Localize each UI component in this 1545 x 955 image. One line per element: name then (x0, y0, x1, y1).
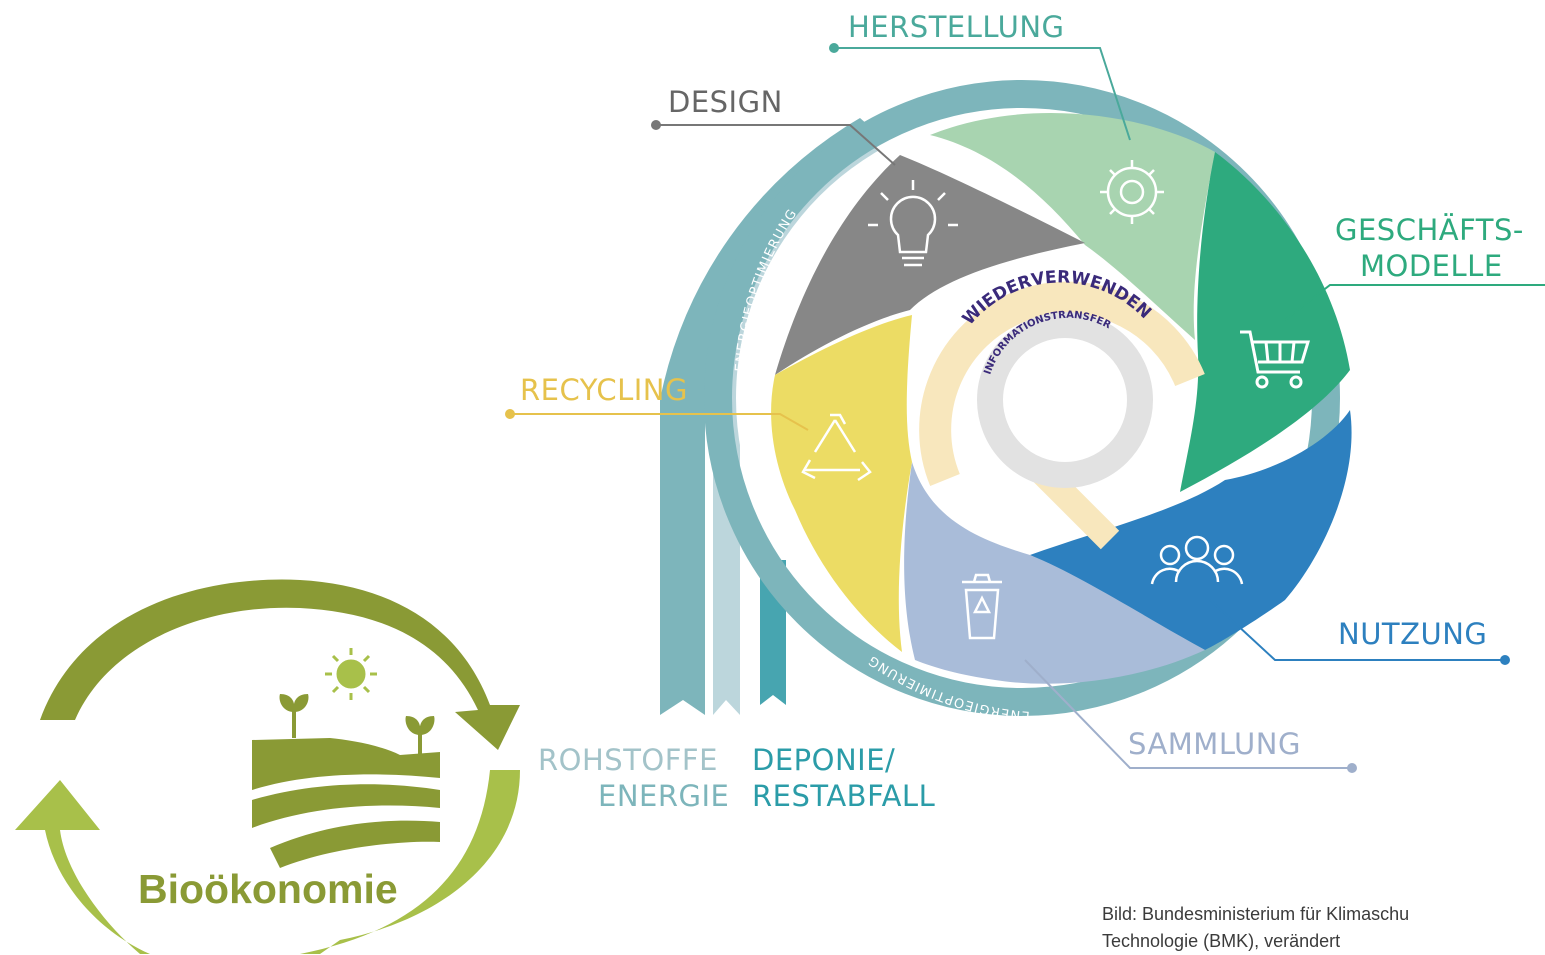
label-nutzung: NUTZUNG (1338, 617, 1487, 651)
segment-geschaefts (1180, 152, 1350, 492)
label-deponie: DEPONIE/ (752, 743, 895, 777)
label-sammlung: SAMMLUNG (1128, 727, 1301, 761)
leader-lines (505, 43, 1545, 773)
credit-line1: Bild: Bundesministerium für Klimaschu (1102, 904, 1410, 924)
segment-nutzung (1030, 410, 1352, 650)
lightbulb-icon (868, 180, 958, 267)
bio-label: Bioökonomie (138, 866, 398, 912)
credit-line2: Technologie (BMK), verändert (1102, 931, 1341, 951)
ring-label-right: ENERGIEOPTIMIERUNG (1356, 296, 1396, 468)
gear-icon (1100, 160, 1164, 224)
label-geschaefts-line2: MODELLE (1360, 249, 1503, 283)
label-recycling: RECYCLING (520, 373, 688, 407)
sprout-icon (279, 694, 435, 755)
label-design: DESIGN (668, 85, 783, 119)
label-rohstoffe: ROHSTOFFE (538, 743, 718, 777)
biooekonomie-logo: Bioökonomie (15, 579, 520, 954)
shopping-cart-icon (1240, 330, 1311, 389)
image-credit: Bild: Bundesministerium für Klimaschu Te… (1102, 901, 1545, 955)
bio-arrow-top (40, 579, 520, 750)
label-herstellung: HERSTELLUNG (848, 10, 1065, 44)
label-restabfall: RESTABFALL (752, 779, 935, 813)
label-energie: ENERGIE (598, 779, 729, 813)
label-geschaefts-line1: GESCHÄFTS- (1335, 213, 1524, 247)
recycle-icon (801, 413, 872, 482)
sun-icon (325, 648, 377, 700)
recycle-bin-icon (962, 573, 1002, 640)
field-stripes (252, 738, 440, 868)
bio-arrow-bottom (15, 770, 520, 954)
segment-design (775, 155, 1085, 375)
people-icon (1150, 535, 1244, 585)
segment-recycling (771, 315, 912, 652)
segment-sammlung (904, 462, 1205, 684)
wheel-segments (771, 113, 1352, 684)
informationstransfer-ring (977, 312, 1153, 488)
wiederverwenden-ring (919, 281, 1205, 487)
energy-ring (704, 80, 1340, 716)
